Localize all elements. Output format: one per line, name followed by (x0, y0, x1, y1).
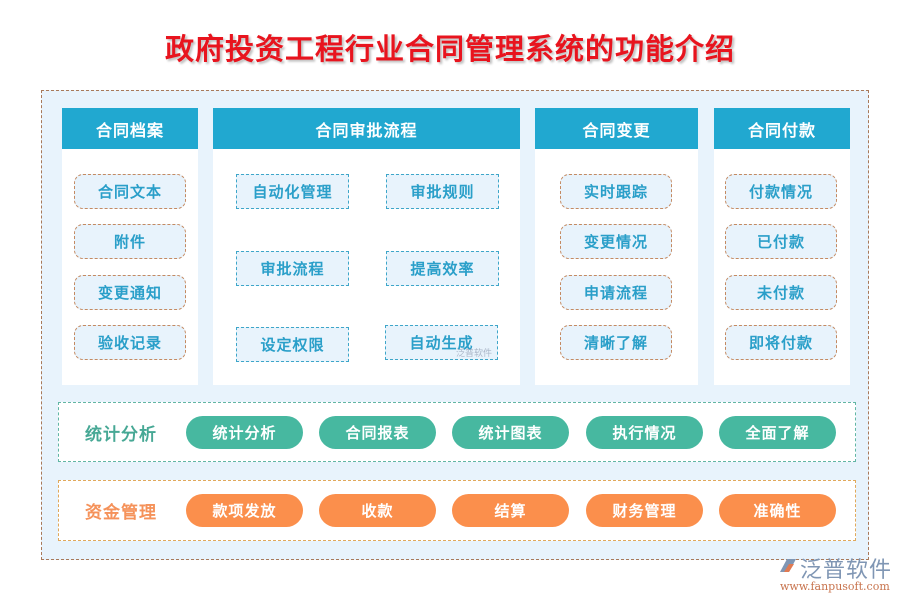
page-title: 政府投资工程行业合同管理系统的功能介绍 (164, 32, 735, 66)
item-realtime-tracking: 实时跟踪 (560, 174, 672, 209)
stats-pill: 全面了解 (719, 416, 836, 449)
item-change-notice: 变更通知 (74, 275, 186, 310)
brand-logo-icon (780, 559, 796, 572)
item-contract-text: 合同文本 (74, 174, 186, 209)
stats-pill: 合同报表 (319, 416, 436, 449)
item-clear-understanding: 清晰了解 (560, 325, 672, 360)
fund-label: 资金管理 (85, 503, 157, 523)
item-paid: 已付款 (725, 224, 837, 259)
item-attachment: 附件 (74, 224, 186, 259)
fund-pill: 款项发放 (186, 494, 303, 527)
item-approval-rules: 审批规则 (386, 174, 499, 209)
fund-pill: 财务管理 (586, 494, 703, 527)
column-header: 合同付款 (714, 108, 850, 149)
stats-pill: 统计图表 (452, 416, 569, 449)
item-unpaid: 未付款 (725, 275, 837, 310)
item-approval-process: 审批流程 (236, 251, 349, 286)
brand-name: 泛普软件 (800, 558, 893, 583)
item-change-status: 变更情况 (560, 224, 672, 259)
stats-pill: 统计分析 (186, 416, 303, 449)
brand-watermark: 泛普软件 www.fanpusoft.com (770, 552, 898, 598)
column-header: 合同档案 (62, 108, 198, 149)
stats-pill: 执行情况 (586, 416, 703, 449)
item-set-permissions: 设定权限 (236, 327, 349, 362)
fund-pill: 准确性 (719, 494, 836, 527)
item-acceptance-record: 验收记录 (74, 325, 186, 360)
stats-label: 统计分析 (85, 424, 157, 445)
fund-pill: 结算 (452, 494, 569, 527)
item-upcoming-payment: 即将付款 (725, 325, 837, 360)
item-auto-generate: 自动生成 (385, 325, 498, 360)
item-request-flow: 申请流程 (560, 275, 672, 310)
column-header: 合同变更 (535, 108, 698, 149)
item-automation-mgmt: 自动化管理 (236, 174, 349, 209)
mini-watermark: 泛普软件 (456, 349, 493, 359)
item-improve-efficiency: 提高效率 (386, 251, 499, 286)
fund-pill: 收款 (319, 494, 436, 527)
column-header: 合同审批流程 (213, 108, 520, 149)
brand-url: www.fanpusoft.com (780, 580, 890, 593)
item-payment-status: 付款情况 (725, 174, 837, 209)
